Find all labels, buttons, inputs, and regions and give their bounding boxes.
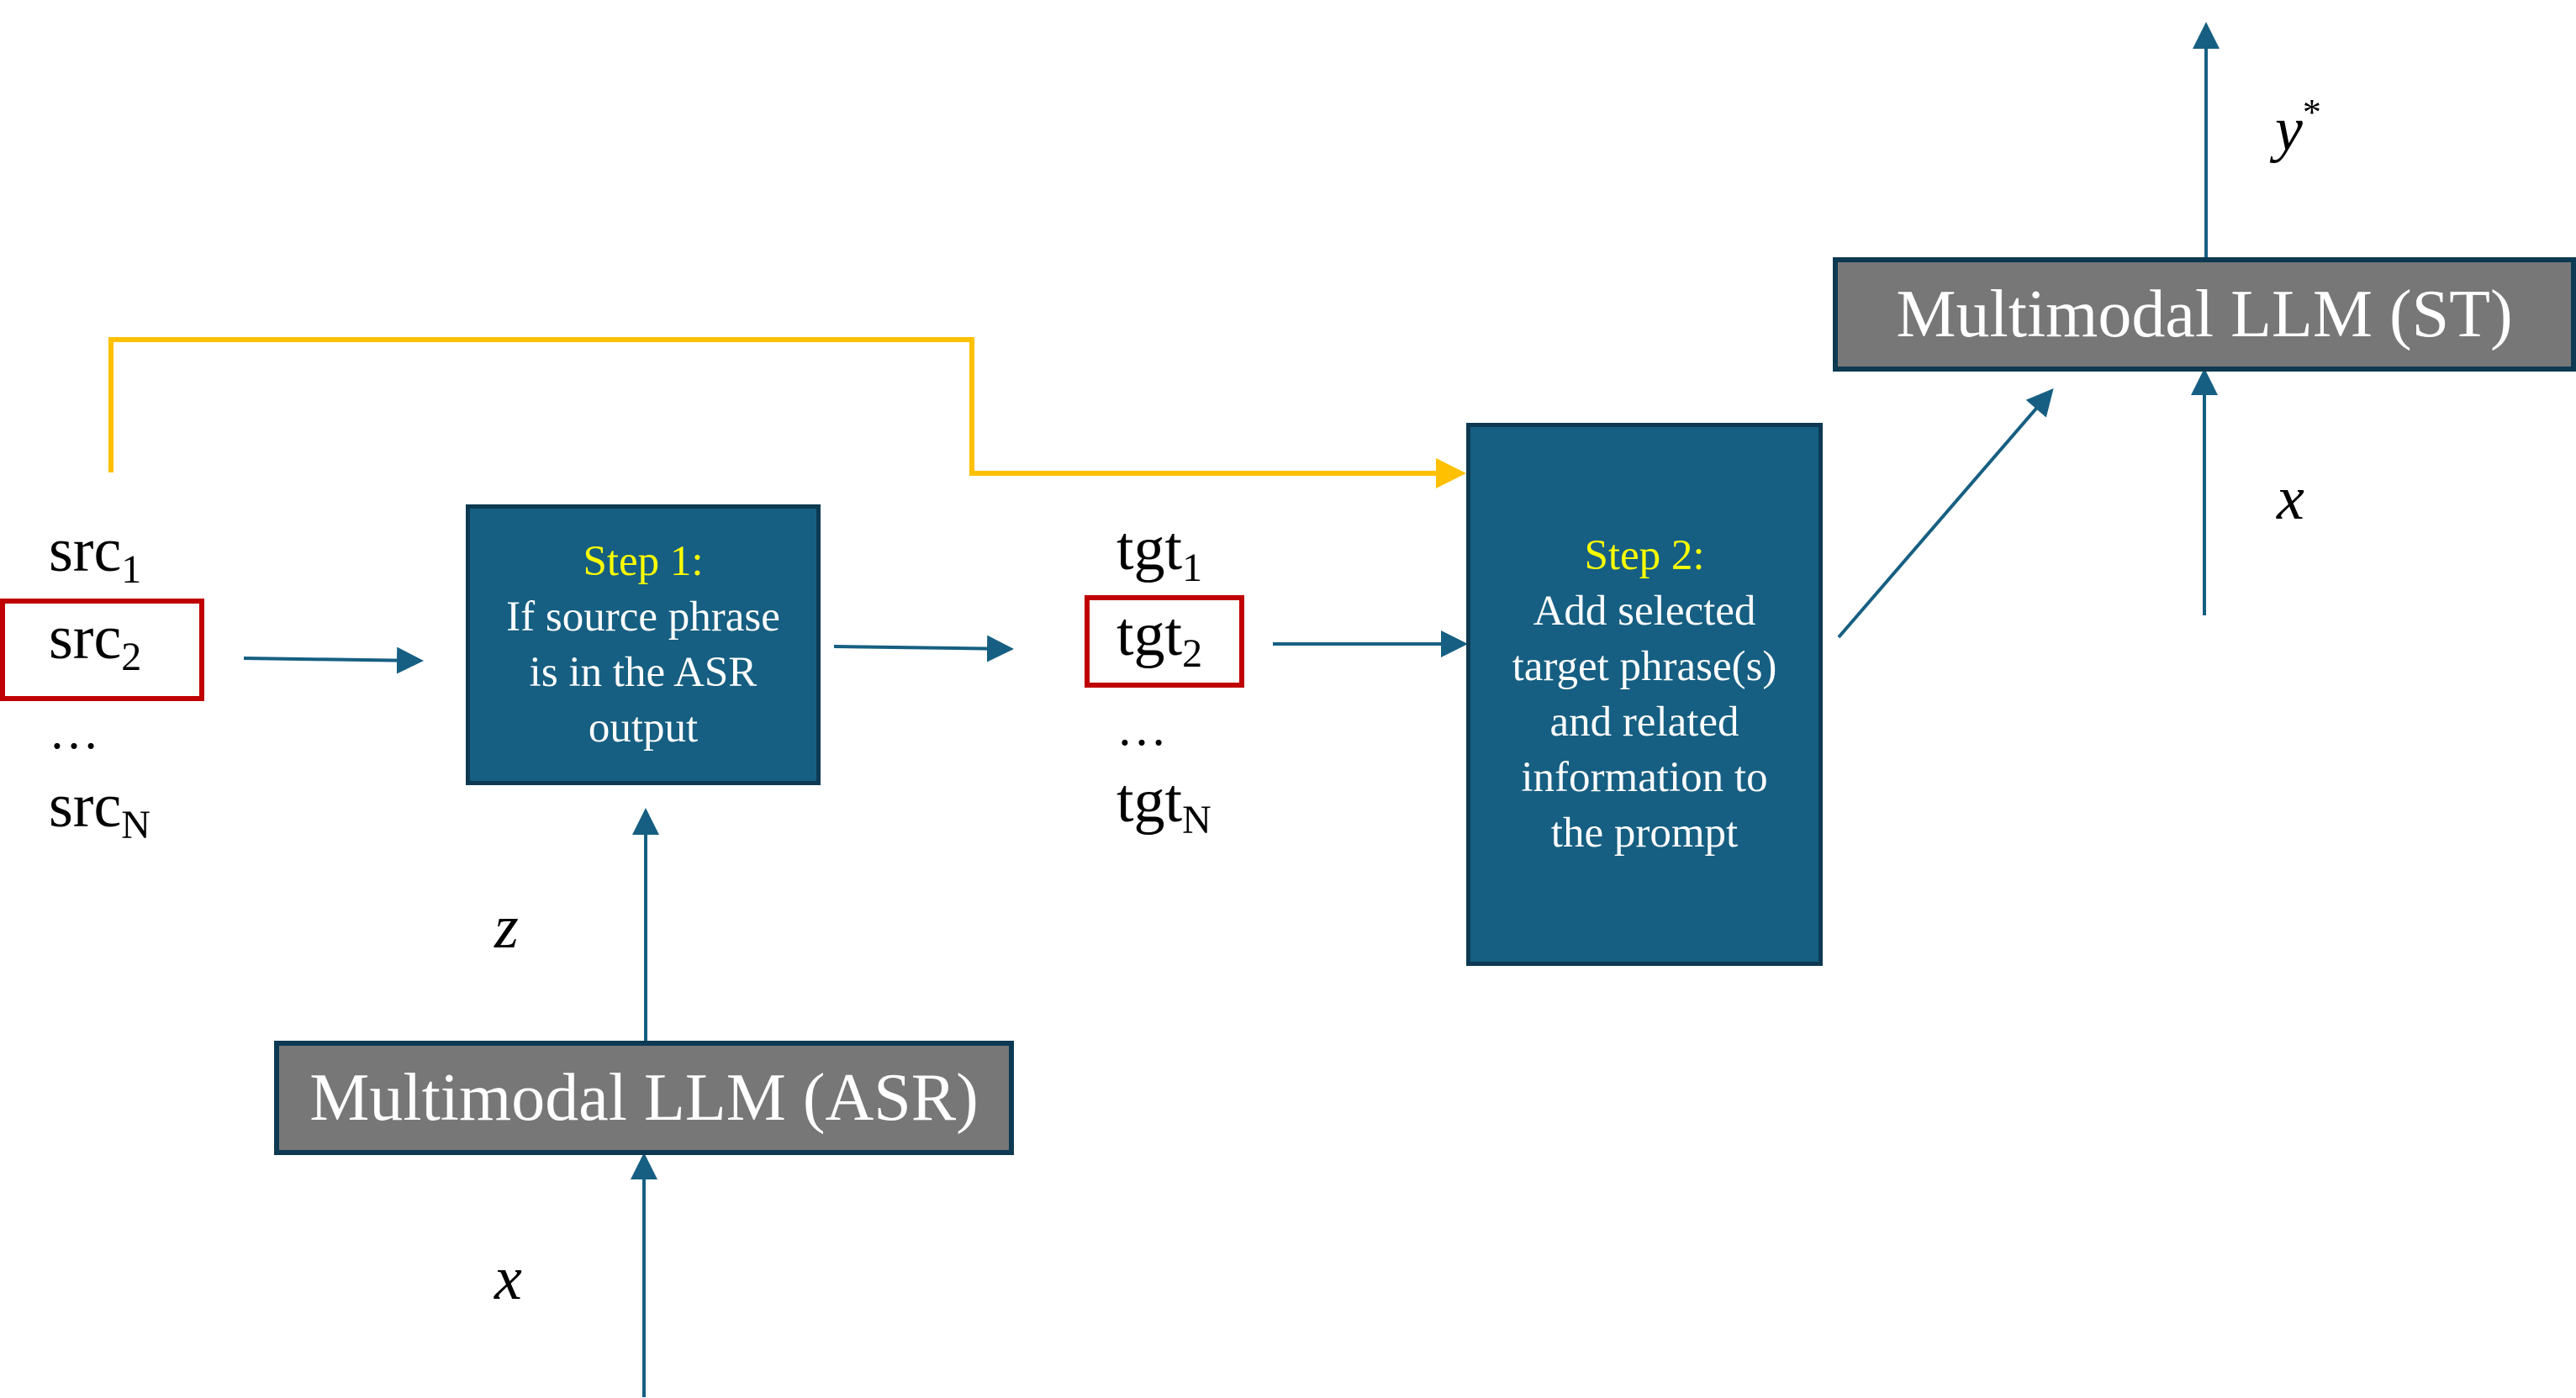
step2-line: and related bbox=[1549, 699, 1739, 746]
source-item-2: src2 bbox=[49, 604, 142, 679]
step1-box: Step 1: If source phrase is in the ASR o… bbox=[466, 504, 821, 785]
arrow-sources-to-step1 bbox=[243, 646, 424, 674]
x-input-st: x bbox=[2277, 464, 2304, 533]
bypass-arrow bbox=[108, 337, 1466, 488]
arrow-step1-to-targets bbox=[833, 635, 1014, 662]
target-item-2: tgt2 bbox=[1116, 600, 1203, 676]
step2-line: Add selected bbox=[1533, 588, 1756, 635]
st-model-label: Multimodal LLM (ST) bbox=[1896, 277, 2513, 351]
step2-line: information to bbox=[1521, 754, 1768, 801]
arrow-step2-to-st bbox=[1837, 388, 2054, 639]
selected-target-highlight bbox=[1085, 595, 1244, 688]
step1-line: output bbox=[588, 704, 699, 752]
selected-source-highlight bbox=[0, 599, 204, 701]
step2-line: the prompt bbox=[1550, 810, 1739, 857]
step1-heading: Step 1: bbox=[583, 538, 704, 585]
step2-line: target phrase(s) bbox=[1512, 643, 1777, 690]
step2-box: Step 2: Add selected target phrase(s) an… bbox=[1466, 423, 1823, 966]
y-star-output: y* bbox=[2275, 92, 2321, 164]
asr-model-box: Multimodal LLM (ASR) bbox=[274, 1041, 1014, 1155]
step2-heading: Step 2: bbox=[1584, 532, 1705, 579]
source-item-n: srcN bbox=[49, 772, 150, 847]
st-model-box: Multimodal LLM (ST) bbox=[1833, 257, 2576, 372]
target-item-n: tgtN bbox=[1116, 767, 1211, 842]
x-input-asr: x bbox=[494, 1244, 522, 1313]
source-item-1: src1 bbox=[49, 516, 142, 592]
asr-model-label: Multimodal LLM (ASR) bbox=[309, 1060, 979, 1135]
step1-line: is in the ASR bbox=[529, 649, 757, 696]
step1-line: If source phrase bbox=[506, 593, 780, 641]
z-variable: z bbox=[494, 893, 519, 962]
target-ellipsis: … bbox=[1116, 700, 1175, 756]
source-ellipsis: … bbox=[49, 704, 108, 759]
target-item-1: tgt1 bbox=[1116, 514, 1203, 590]
